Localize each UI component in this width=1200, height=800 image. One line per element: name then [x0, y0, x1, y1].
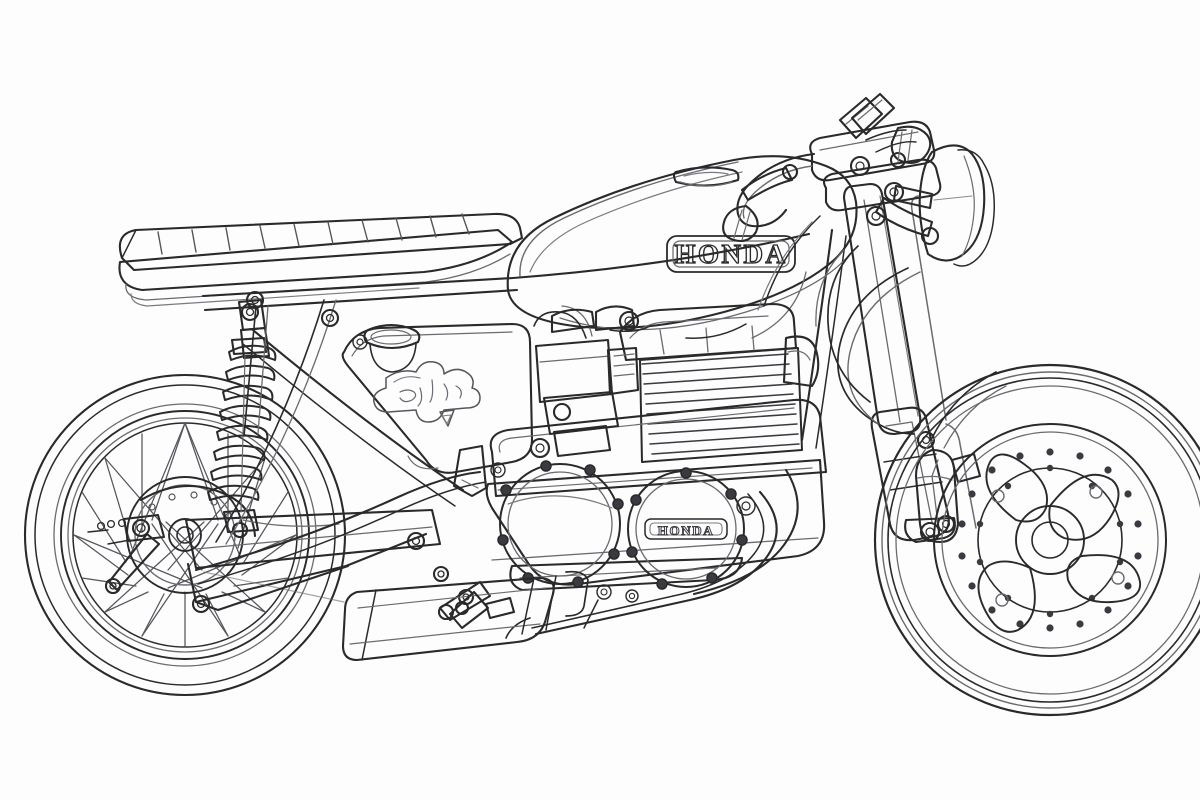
front-tire	[873, 363, 1200, 717]
filler-cap	[672, 166, 740, 187]
tank-badge-text: HONDA	[675, 239, 788, 269]
cylinder-fins	[641, 353, 800, 455]
side-cover-emblem	[373, 360, 481, 427]
oil-filler	[363, 323, 421, 373]
front-disc	[933, 423, 1167, 657]
footpeg	[448, 590, 516, 630]
engine-case-badge	[644, 518, 728, 540]
headlight	[865, 144, 996, 267]
carburetors	[529, 305, 651, 459]
seat	[118, 212, 524, 307]
mirror	[850, 92, 896, 136]
exhaust-header	[505, 468, 799, 639]
engine-case-badge-text: HONDA	[658, 523, 714, 538]
muffler	[341, 570, 589, 662]
rear-brake-stay	[104, 532, 161, 595]
brake-lever	[740, 163, 799, 202]
side-cover	[341, 322, 534, 474]
engine	[437, 302, 828, 622]
swingarm	[96, 508, 442, 614]
clutch-cover	[626, 467, 748, 590]
brake-line	[685, 215, 921, 435]
front-fork	[842, 182, 977, 544]
front-fender	[931, 371, 1007, 449]
alternator-cover	[497, 460, 624, 588]
rear-shock	[207, 298, 277, 539]
handlebar	[722, 125, 932, 243]
front-wheel	[887, 377, 1200, 703]
